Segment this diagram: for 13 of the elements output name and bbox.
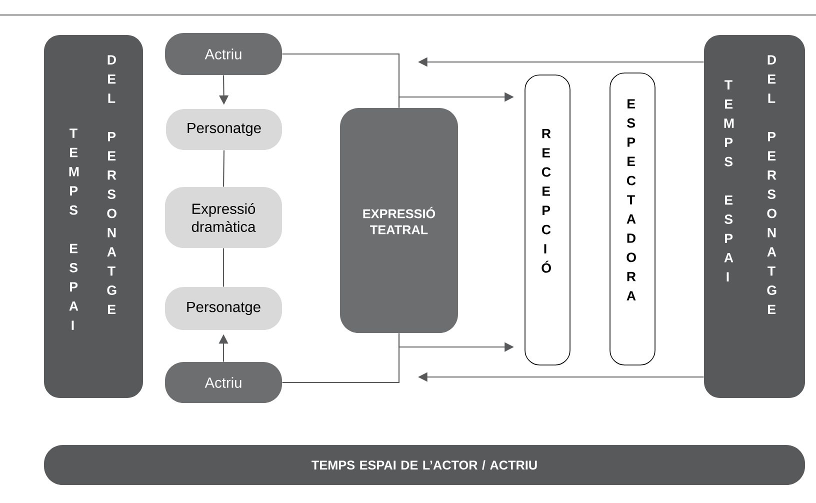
process-box: Expressió dramàtica	[165, 187, 282, 248]
process-box: Personatge	[166, 109, 282, 150]
process-box: Actriu	[165, 33, 282, 75]
side-band: TEMPS ESPAI DEL PERSONATGE	[44, 35, 143, 398]
side-band: TEMPS ESPAI DEL PERSONATGE	[704, 35, 806, 398]
process-box: Actriu	[165, 362, 282, 403]
vertical-pill: RECEPCIÓ	[524, 74, 570, 366]
connector-line	[222, 150, 225, 187]
bottom-band: TEMPS ESPAI DE L’ACTOR / ACTRIU	[44, 445, 806, 485]
process-box: Personatge	[165, 287, 282, 330]
vertical-pill: ESPECTADORA	[610, 72, 656, 366]
connector-line	[222, 248, 224, 287]
process-box: EXPRESSIÓ TEATRAL	[340, 108, 458, 333]
